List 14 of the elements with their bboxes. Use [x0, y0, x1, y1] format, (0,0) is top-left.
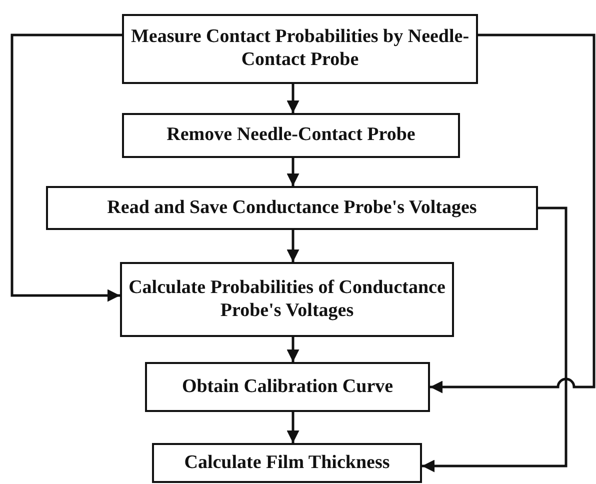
arrow [286, 337, 300, 362]
arrow [422, 206, 568, 472]
process-box: Read and Save Conductance Probe's Voltages [46, 186, 538, 230]
process-box: Measure Contact Probabilities by Needle-Contact Probe [122, 14, 478, 84]
arrow [286, 412, 300, 443]
arrow [430, 34, 596, 394]
arrow [10, 34, 122, 302]
process-box: Remove Needle-Contact Probe [122, 113, 460, 158]
process-box: Calculate Film Thickness [152, 443, 422, 483]
arrow [286, 230, 300, 262]
arrow [286, 84, 300, 113]
process-box: Calculate Probabilities of Conductance Probe's Voltages [120, 262, 454, 337]
process-box: Obtain Calibration Curve [145, 362, 430, 412]
arrow [286, 158, 300, 186]
